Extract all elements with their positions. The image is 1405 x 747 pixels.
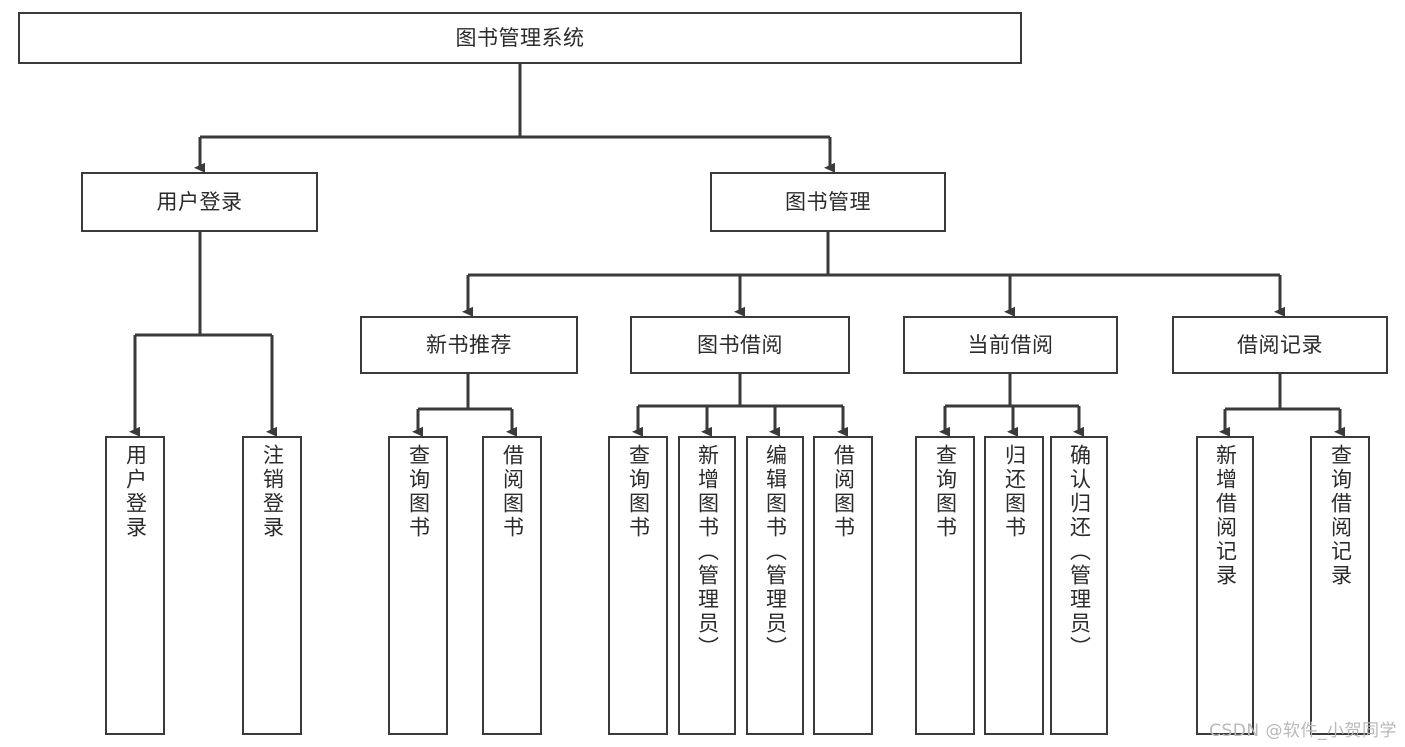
leaf-return-book-label: 归还图书	[1002, 444, 1027, 540]
leaf-edit-book-admin[interactable]: 编辑图书（管理员）	[746, 436, 804, 735]
leaf-query-book-newbook[interactable]: 查询图书	[388, 436, 448, 735]
leaf-confirm-return-admin-label: 确认归还（管理员）	[1067, 444, 1092, 660]
node-book-management[interactable]: 图书管理	[710, 172, 946, 232]
node-borrow-records-label: 借阅记录	[1237, 332, 1323, 357]
leaf-logout-login-label: 注销登录	[260, 444, 285, 540]
leaf-query-borrow-record-label: 查询借阅记录	[1328, 444, 1353, 588]
leaf-query-book-newbook-label: 查询图书	[406, 444, 431, 540]
leaf-borrow-book-label: 借阅图书	[831, 444, 856, 540]
node-book-borrow[interactable]: 图书借阅	[630, 316, 850, 374]
leaf-return-book[interactable]: 归还图书	[984, 436, 1044, 735]
leaf-logout-login[interactable]: 注销登录	[242, 436, 302, 735]
node-user-login[interactable]: 用户登录	[81, 172, 318, 232]
node-book-borrow-label: 图书借阅	[697, 332, 783, 357]
node-new-book-recommend[interactable]: 新书推荐	[360, 316, 578, 374]
node-borrow-records[interactable]: 借阅记录	[1172, 316, 1388, 374]
leaf-add-borrow-record[interactable]: 新增借阅记录	[1196, 436, 1254, 735]
leaf-add-book-admin-label: 新增图书（管理员）	[695, 444, 720, 660]
csdn-watermark: CSDN @软件_小贺同学	[1209, 721, 1397, 741]
leaf-borrow-book-newbook-label: 借阅图书	[500, 444, 525, 540]
node-root[interactable]: 图书管理系统	[18, 12, 1022, 64]
node-new-book-recommend-label: 新书推荐	[426, 332, 512, 357]
leaf-user-login[interactable]: 用户登录	[105, 436, 165, 735]
node-user-login-label: 用户登录	[156, 189, 243, 214]
node-current-borrow[interactable]: 当前借阅	[903, 316, 1118, 374]
node-current-borrow-label: 当前借阅	[967, 332, 1054, 357]
leaf-confirm-return-admin[interactable]: 确认归还（管理员）	[1050, 436, 1108, 735]
node-root-label: 图书管理系统	[455, 25, 585, 50]
leaf-user-login-label: 用户登录	[123, 444, 148, 540]
leaf-query-book-borrow-label: 查询图书	[626, 444, 651, 540]
leaf-add-borrow-record-label: 新增借阅记录	[1213, 444, 1238, 588]
leaf-add-book-admin[interactable]: 新增图书（管理员）	[678, 436, 736, 735]
leaf-borrow-book[interactable]: 借阅图书	[813, 436, 873, 735]
leaf-query-borrow-record[interactable]: 查询借阅记录	[1310, 436, 1370, 735]
node-book-management-label: 图书管理	[785, 189, 871, 214]
leaf-edit-book-admin-label: 编辑图书（管理员）	[763, 444, 788, 660]
leaf-query-book-current[interactable]: 查询图书	[915, 436, 975, 735]
leaf-query-book-current-label: 查询图书	[933, 444, 958, 540]
leaf-query-book-borrow[interactable]: 查询图书	[608, 436, 668, 735]
leaf-borrow-book-newbook[interactable]: 借阅图书	[482, 436, 542, 735]
